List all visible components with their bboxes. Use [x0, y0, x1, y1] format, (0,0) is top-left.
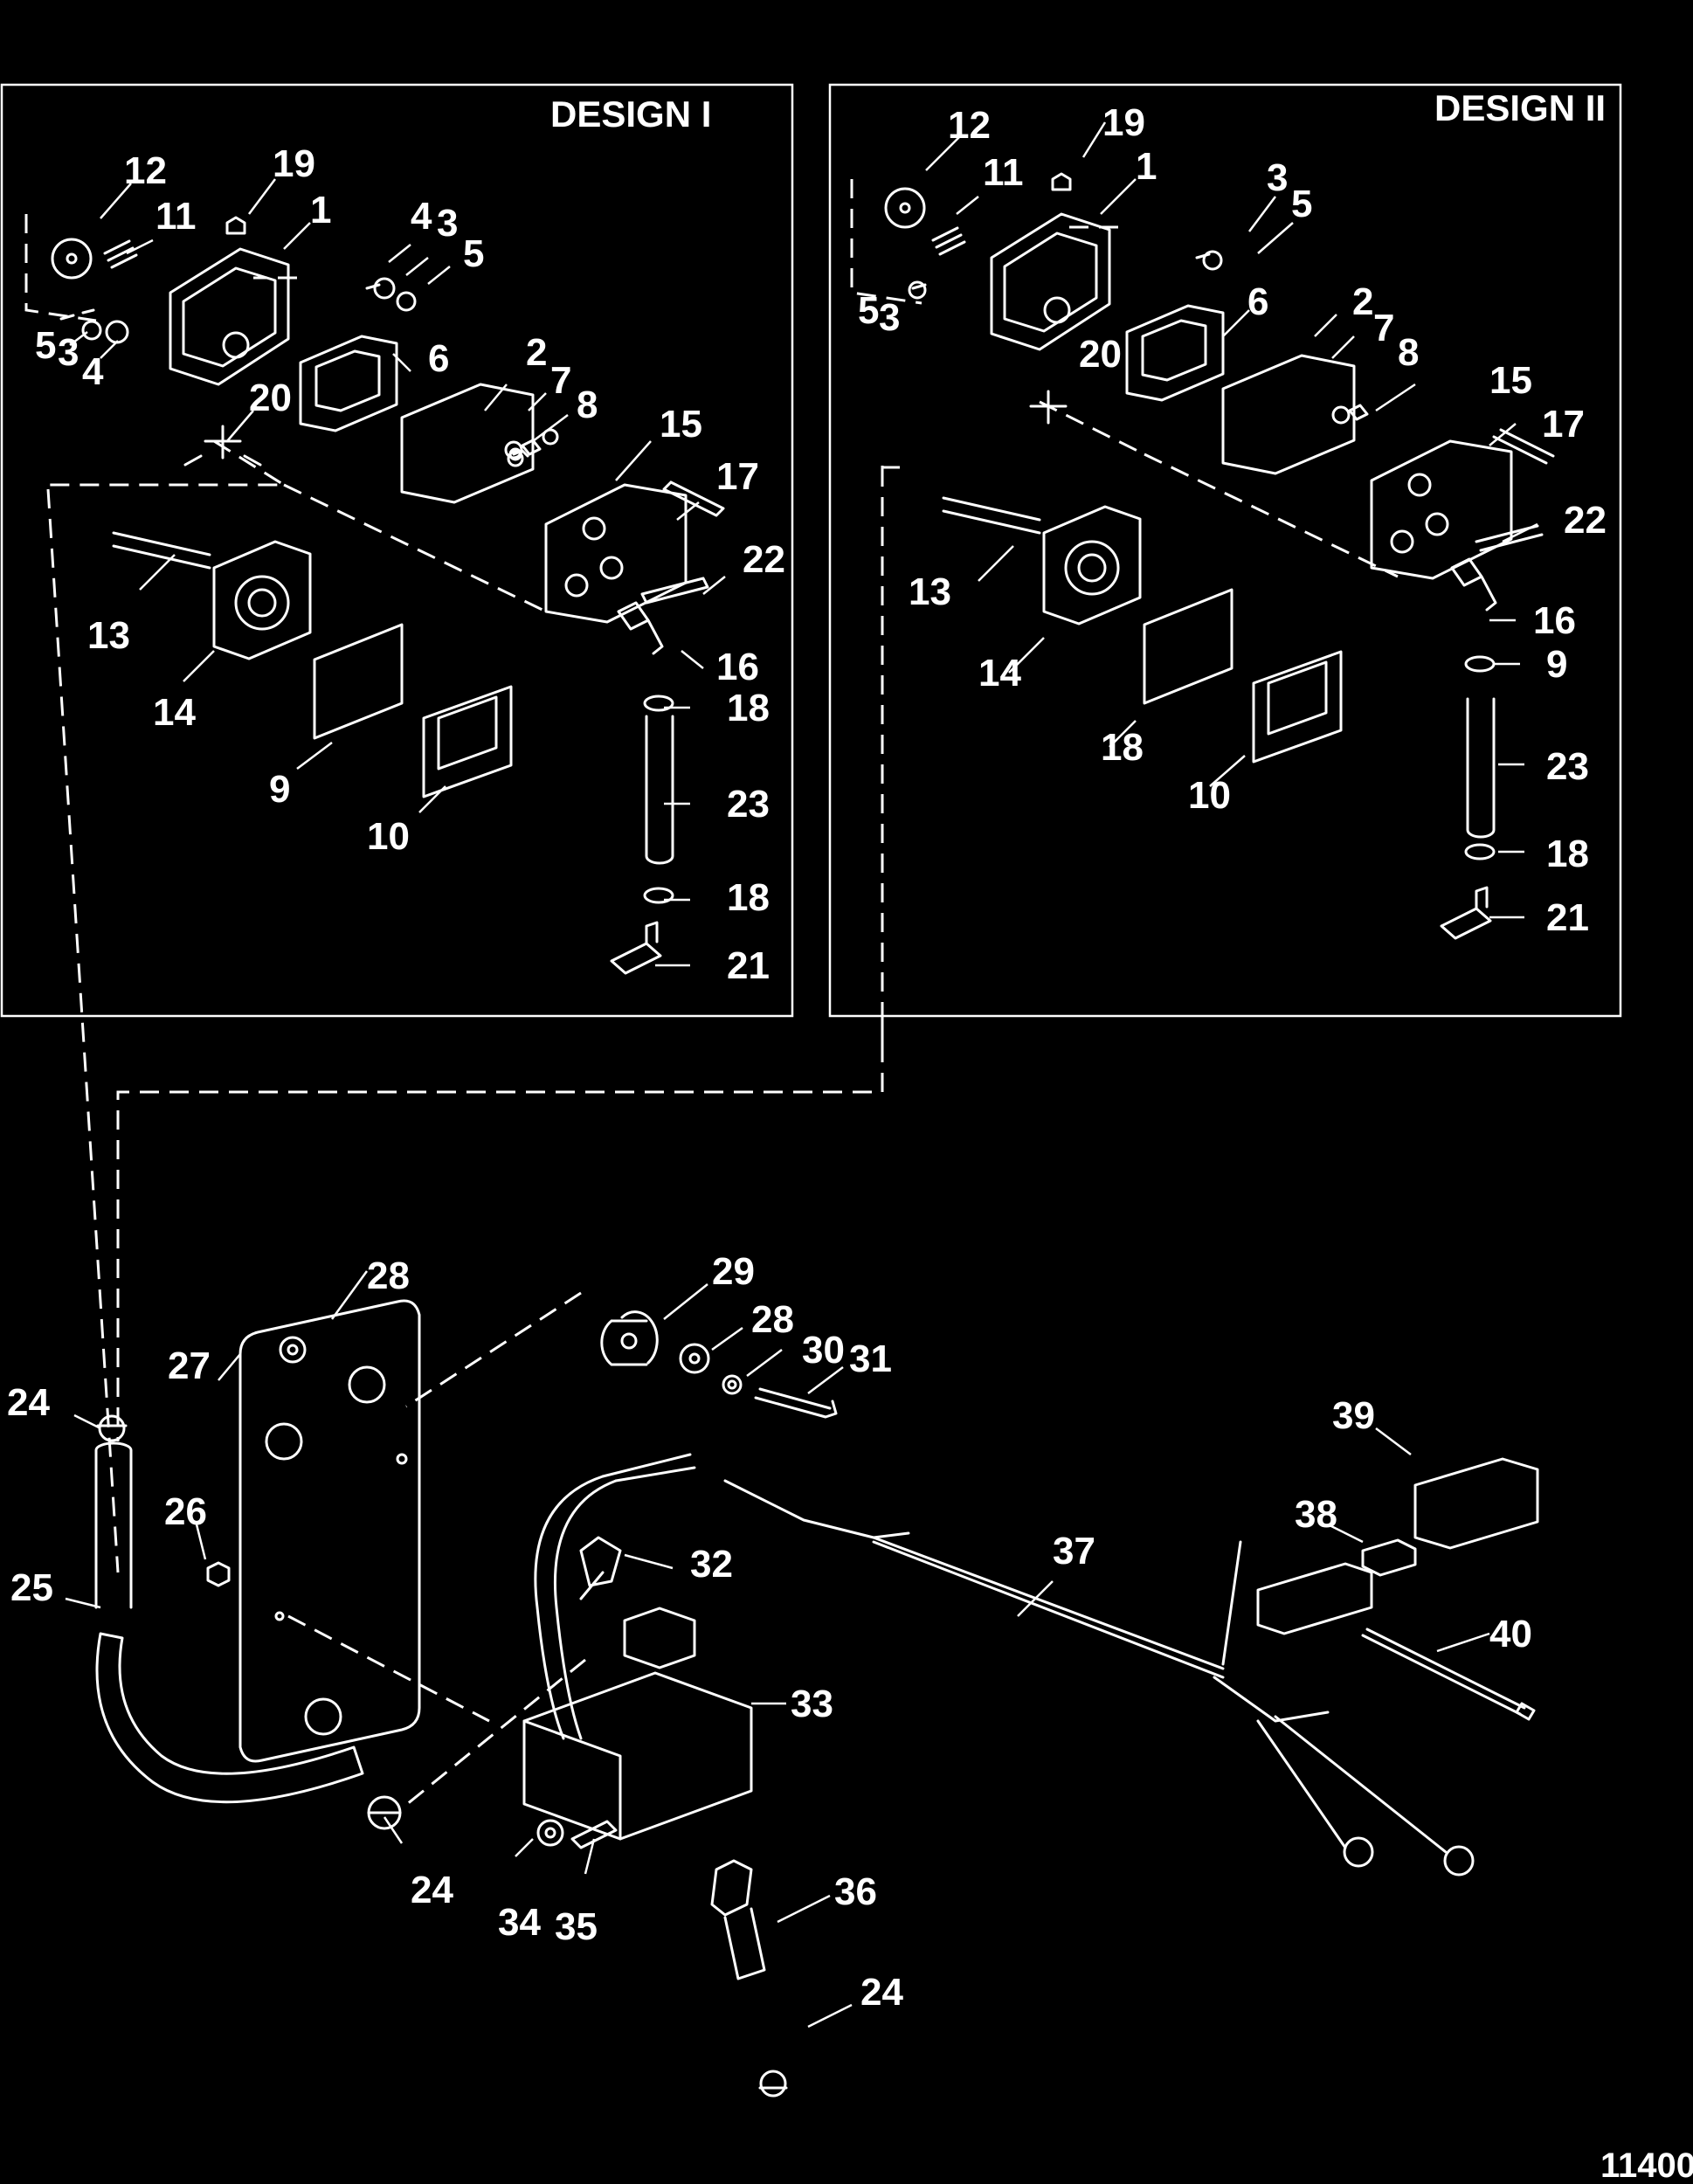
callout: 18 — [1101, 726, 1144, 769]
lower-parts — [94, 1299, 1539, 2098]
callout: 11 — [983, 151, 1024, 194]
callout: 21 — [1546, 896, 1589, 939]
callout: 11 — [155, 195, 197, 238]
callout: 23 — [1546, 745, 1589, 788]
callout: 15 — [1489, 359, 1532, 402]
callout: 5 — [858, 289, 879, 332]
callout: 29 — [712, 1250, 755, 1293]
callout: 40 — [1489, 1613, 1532, 1655]
callout: 38 — [1295, 1493, 1337, 1536]
callout: 8 — [577, 384, 598, 426]
callout: 18 — [727, 687, 770, 729]
callout: 3 — [58, 331, 79, 374]
callout: 10 — [367, 815, 410, 858]
lower-dashed-lines — [287, 1291, 586, 1810]
callout: 31 — [849, 1337, 892, 1380]
callout: 5 — [35, 324, 56, 367]
callout: 39 — [1332, 1394, 1375, 1437]
callout: 10 — [1188, 774, 1231, 817]
callout: 34 — [498, 1901, 541, 1944]
callout: 33 — [791, 1683, 833, 1725]
callout: 22 — [743, 538, 785, 581]
callout: 3 — [879, 296, 900, 339]
design-ii-title: DESIGN II — [1434, 87, 1606, 128]
design-ii-frame — [828, 83, 1622, 1018]
callout: 20 — [249, 377, 292, 419]
callout: 17 — [716, 455, 759, 498]
design-ii-dashed-outline — [850, 179, 1399, 1061]
callout: 2 — [526, 331, 547, 374]
callout: 6 — [428, 337, 449, 380]
callout: 24 — [7, 1381, 50, 1424]
callout: 5 — [463, 232, 484, 275]
lower-assembly: 28 29 28 30 27 31 24 26 39 38 37 32 25 4… — [7, 1250, 1539, 2098]
panel-connector-lines — [116, 1013, 884, 1441]
callout: 1 — [1136, 145, 1157, 188]
design-ii-panel: DESIGN II — [828, 83, 1622, 1061]
callout: 36 — [834, 1870, 877, 1913]
callout: 17 — [1542, 403, 1585, 446]
design-i-leaders — [69, 178, 726, 967]
callout: 18 — [727, 876, 770, 919]
callout: 12 — [124, 149, 167, 192]
design-ii-parts — [884, 172, 1555, 940]
callout: 21 — [727, 944, 770, 987]
callout: 7 — [550, 359, 571, 402]
callout: 28 — [367, 1254, 410, 1297]
callout: 37 — [1053, 1530, 1095, 1572]
callout: 25 — [10, 1566, 53, 1609]
callout: 13 — [87, 614, 130, 657]
design-i-frame — [0, 83, 794, 1018]
lower-leaders — [65, 1270, 1490, 2028]
callout: 28 — [751, 1298, 794, 1341]
callout: 18 — [1546, 833, 1589, 875]
callout: 4 — [82, 350, 104, 393]
callout: 4 — [411, 195, 432, 238]
callout: 15 — [660, 403, 702, 446]
callout: 30 — [802, 1329, 845, 1372]
callout: 9 — [1546, 643, 1567, 686]
design-ii-leaders — [925, 121, 1538, 919]
diagram-reference-number: 11400 — [1600, 2146, 1693, 2184]
callout: 16 — [716, 646, 759, 688]
callout: 20 — [1079, 333, 1122, 376]
callout: 24 — [411, 1869, 453, 1911]
callout: 16 — [1533, 599, 1576, 642]
design-i-parts — [51, 216, 725, 975]
callout: 23 — [727, 783, 770, 826]
callout: 6 — [1247, 280, 1268, 323]
callout: 35 — [555, 1905, 598, 1948]
design-i-dashed-outline — [24, 214, 547, 1573]
callout: 27 — [168, 1344, 211, 1387]
callout: 8 — [1398, 331, 1419, 374]
callout: 22 — [1564, 499, 1607, 542]
callout: 3 — [437, 202, 458, 245]
callout: 14 — [978, 652, 1021, 695]
callout: 14 — [153, 691, 196, 734]
callout: 19 — [273, 142, 315, 185]
callout: 12 — [948, 104, 991, 147]
callout: 13 — [909, 570, 951, 613]
callout: 2 — [1352, 280, 1373, 323]
callout: 19 — [1102, 101, 1145, 144]
design-i-panel: DESIGN I — [0, 83, 794, 1573]
callout: 5 — [1291, 183, 1312, 225]
callout: 3 — [1267, 156, 1288, 199]
callout: 32 — [690, 1543, 733, 1586]
callout: 1 — [310, 189, 331, 232]
design-i-title: DESIGN I — [550, 93, 711, 135]
callout: 24 — [860, 1971, 903, 2014]
callout: 7 — [1373, 307, 1394, 349]
callout: 9 — [269, 768, 290, 811]
callout: 26 — [164, 1490, 207, 1533]
